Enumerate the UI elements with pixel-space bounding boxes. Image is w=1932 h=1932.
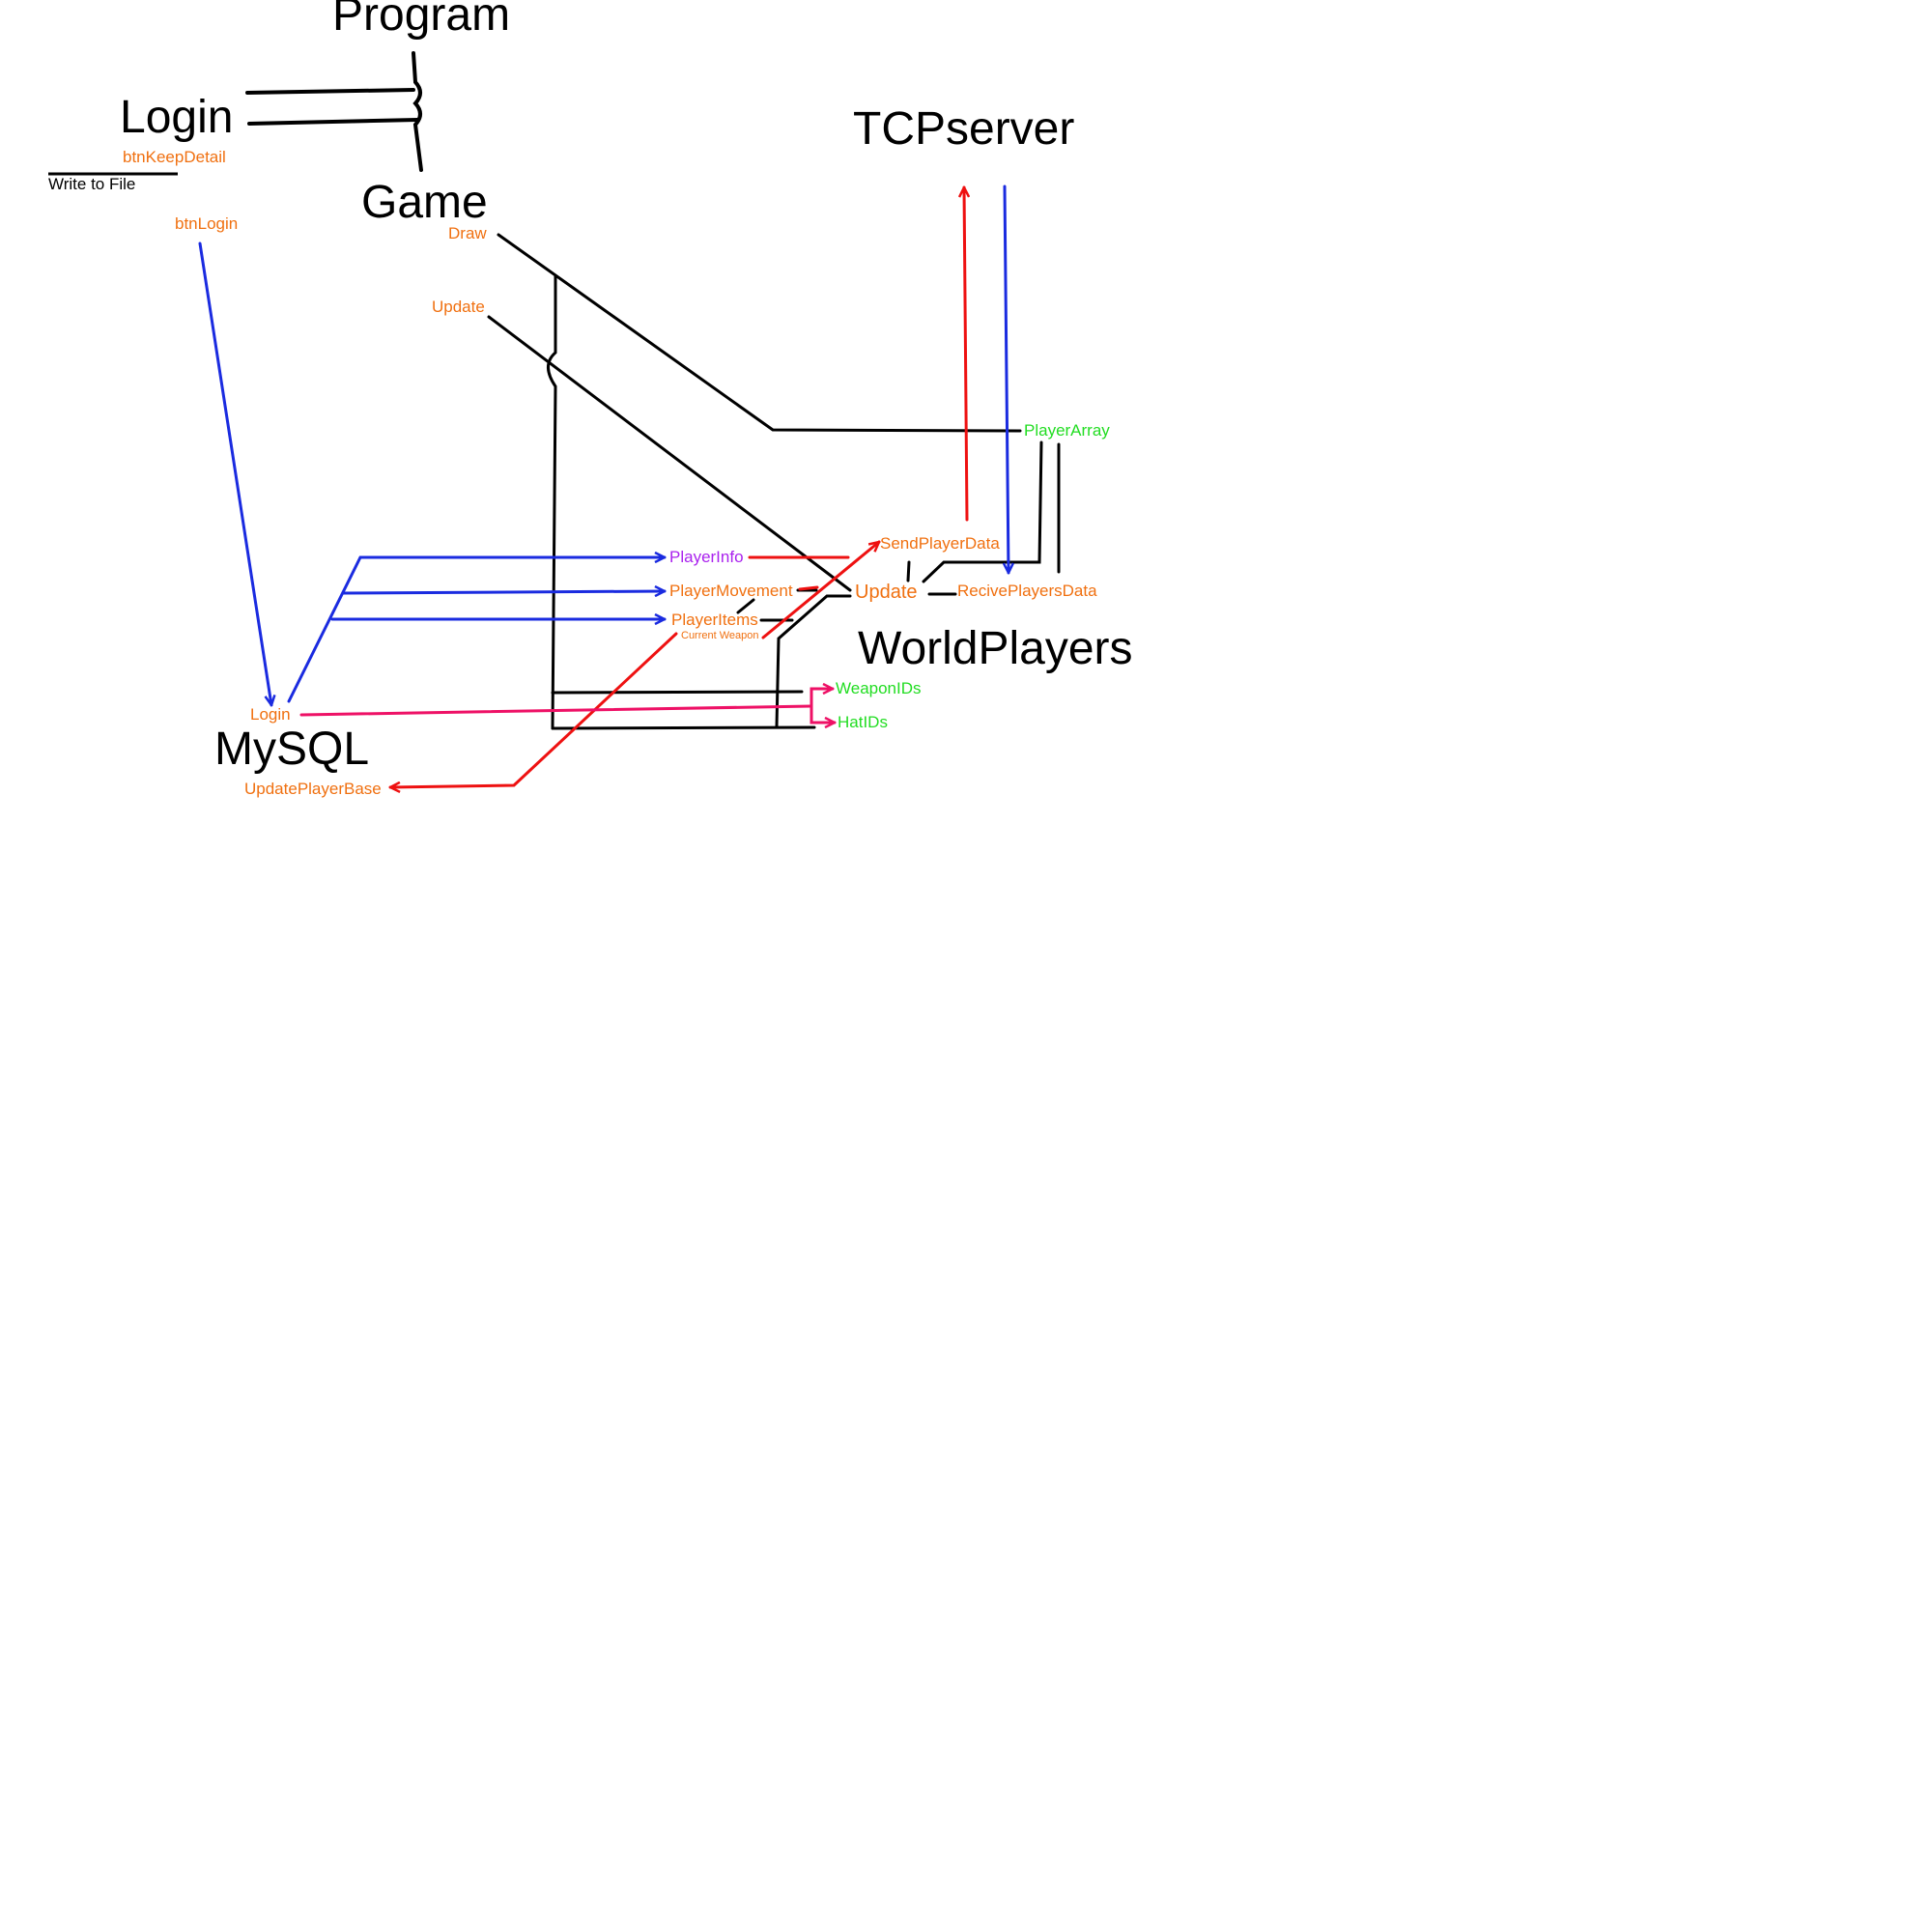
weapon-ids-label: WeaponIDs <box>836 679 922 697</box>
mysql-to-playerinfo-arrow <box>287 557 667 703</box>
mysql-login-method: Login <box>250 705 291 724</box>
items-diag-tick <box>736 598 755 614</box>
draw-to-playerarray-line <box>497 233 1022 433</box>
items-to-updateplayerbase-arrow <box>388 632 678 787</box>
write-to-file-label: Write to File <box>48 175 136 193</box>
player-array-label: PlayerArray <box>1024 421 1110 440</box>
mysql-title: MySQL <box>214 724 370 775</box>
hat-ids-label: HatIDs <box>838 713 888 731</box>
worldplayers-title: WorldPlayers <box>858 623 1133 674</box>
btn-login[interactable]: btnLogin <box>175 214 239 233</box>
btn-keep-detail[interactable]: btnKeepDetail <box>123 148 226 166</box>
send-player-data-label: SendPlayerData <box>880 534 1000 553</box>
tcpserver-to-recive-arrow <box>1005 185 1009 575</box>
pink-to-hatids-arrow <box>810 704 837 723</box>
login-program-link-1 <box>245 88 415 95</box>
program-connector <box>412 51 423 172</box>
trunk-to-hatids <box>551 725 816 730</box>
update-player-base-method: UpdatePlayerBase <box>244 780 382 798</box>
game-draw-method: Draw <box>448 224 487 242</box>
items-to-hatids-line <box>775 594 852 728</box>
update-to-playerarray <box>922 440 1043 583</box>
player-info-label: PlayerInfo <box>669 548 744 566</box>
btnlogin-to-mysql-arrow <box>198 242 271 705</box>
recive-players-data-label: RecivePlayersData <box>957 582 1097 600</box>
sendplayerdata-to-tcpserver-arrow <box>964 185 967 522</box>
game-vertical-trunk <box>547 274 557 730</box>
worldplayers-update-label: Update <box>855 582 918 603</box>
mysql-to-playermovement-arrow <box>341 591 667 593</box>
game-title: Game <box>361 177 488 228</box>
login-title: Login <box>120 92 234 143</box>
trunk-to-weaponids <box>551 690 804 695</box>
player-items-label: PlayerItems <box>671 611 758 629</box>
game-update-method: Update <box>432 298 485 316</box>
player-movement-label: PlayerMovement <box>669 582 793 600</box>
tcpserver-title: TCPserver <box>853 103 1075 155</box>
update-to-sendplayerdata <box>906 560 911 582</box>
program-title: Program <box>332 0 511 41</box>
current-weapon-label: Current Weapon <box>681 630 759 641</box>
mysql-login-to-ids-line <box>299 704 813 717</box>
movement-red-tick <box>798 585 819 591</box>
movement-to-sendplayerdata-arrow <box>761 542 879 639</box>
login-program-link-2 <box>247 118 419 126</box>
pink-to-weaponids-arrow <box>810 689 835 708</box>
